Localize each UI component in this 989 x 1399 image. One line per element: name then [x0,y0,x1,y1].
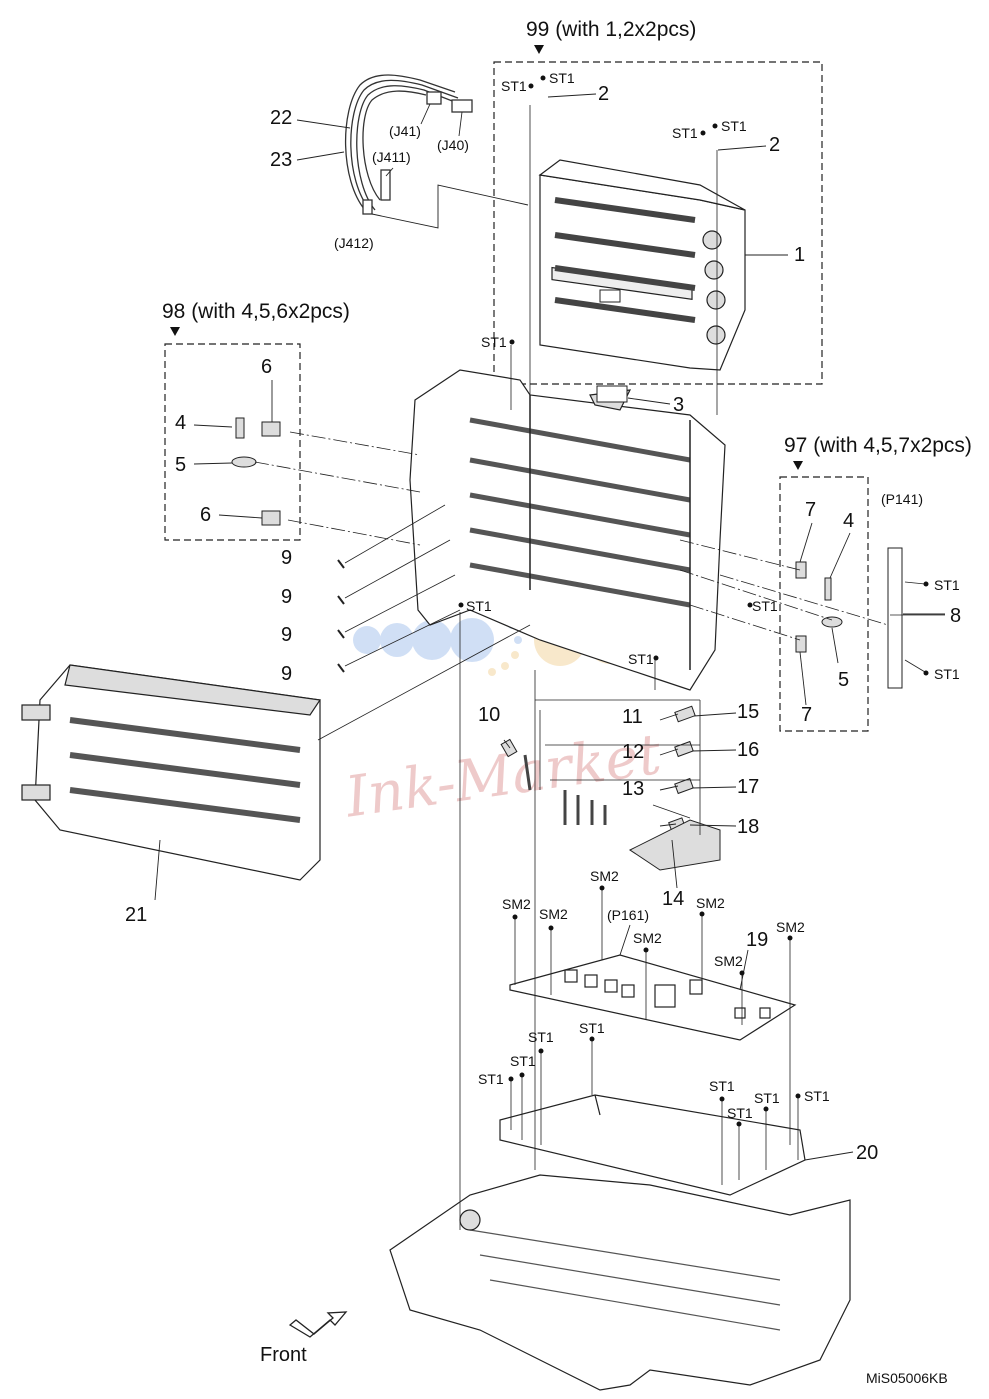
group-99-pointer [534,45,544,54]
group-99-box [493,61,823,385]
screw-sm2-2: SM2 [539,906,568,922]
group-97-pointer [793,461,803,470]
part-6-label-b: 6 [200,504,212,526]
part-8-label: 8 [950,605,962,627]
base-chassis [389,1174,851,1391]
part-14-label: 14 [662,888,685,910]
part-10-label: 10 [478,704,501,726]
connector-j41: (J41) [389,123,421,139]
connector-p141: (P141) [881,491,924,507]
part-1-label: 1 [794,244,806,266]
screw-st1-17: ST1 [754,1090,780,1106]
group-99-title: 99 (with 1,2x2pcs) [526,18,697,41]
part-7-label: 7 [805,499,817,521]
part-17-label: 17 [737,776,760,798]
label-leaders [154,93,945,1161]
watermark-text: Ink-Market [341,722,666,831]
screw-sm2-7: SM2 [776,919,805,935]
screw-st1-6: ST1 [466,598,492,614]
connector-p161: (P161) [607,907,650,923]
part-12-label: 12 [622,741,645,763]
front-label: Front [260,1344,307,1366]
screw-sm2-3: SM2 [590,868,619,884]
part-9-label-1: 9 [281,547,293,569]
figure-code: MiS05006KB [866,1370,948,1386]
screw-st1-15: ST1 [709,1078,735,1094]
screw-st1-12: ST1 [510,1053,536,1069]
part-15-label: 15 [737,701,760,723]
main-frame [409,369,726,691]
screw-st1-16: ST1 [727,1105,753,1121]
screw-st1-5: ST1 [481,334,507,350]
connector-j412: (J412) [334,235,374,251]
leader-lines [254,105,945,1230]
part-9-label-2: 9 [281,586,293,608]
part-19-board [509,954,797,1041]
group-98-pointer [170,327,180,336]
part-1-housing [538,159,746,371]
part-20-label: 20 [856,1142,879,1164]
screw-st1-10: ST1 [934,666,960,682]
part-5-label: 5 [175,454,187,476]
part-2-label: 2 [598,83,610,105]
group-97-box [779,476,869,732]
part-18-label: 18 [737,816,760,838]
front-arrow-icon [288,1311,348,1338]
part-7-label-b: 7 [801,704,813,726]
group-98-title: 98 (with 4,5,6x2pcs) [162,300,350,323]
screw-sm2-4: SM2 [633,930,662,946]
part-4-label-b: 4 [843,510,855,532]
connector-j411: (J411) [372,149,411,165]
screw-st1-13: ST1 [528,1029,554,1045]
part-19-label: 19 [746,929,769,951]
part-2-label-b: 2 [769,134,781,156]
screw-st1-7: ST1 [752,598,778,614]
connector-j40: (J40) [437,137,469,153]
part-13-label: 13 [622,778,645,800]
cable-harness [344,74,473,215]
screw-sm2-1: SM2 [502,896,531,912]
screw-st1-8: ST1 [628,651,654,667]
part-9-label-4: 9 [281,663,293,685]
screw-st1-9: ST1 [934,577,960,593]
part-16-label: 16 [737,739,760,761]
part-5-label-b: 5 [838,669,850,691]
part-4-label: 4 [175,412,187,434]
part-22-label: 22 [270,107,293,129]
harness-leader [371,184,529,229]
part-23-label: 23 [270,149,293,171]
screw-st1-3: ST1 [672,125,698,141]
screw-st1-1: ST1 [501,78,527,94]
part-3-label: 3 [673,394,685,416]
part-21-label: 21 [125,904,148,926]
part-9-label-3: 9 [281,624,293,646]
part-6-label: 6 [261,356,273,378]
part-11-label: 11 [622,706,643,728]
group-98-box [164,343,301,541]
screw-st1-2: ST1 [549,70,575,86]
screw-sm2-6: SM2 [714,953,743,969]
screw-st1-4: ST1 [721,118,747,134]
screw-st1-11: ST1 [478,1071,504,1087]
screw-sm2-5: SM2 [696,895,725,911]
screw-st1-18: ST1 [804,1088,830,1104]
group-97-title: 97 (with 4,5,7x2pcs) [784,434,972,457]
screw-st1-14: ST1 [579,1020,605,1036]
screw-dots [458,75,929,1127]
part-21-drum-unit [21,664,322,881]
